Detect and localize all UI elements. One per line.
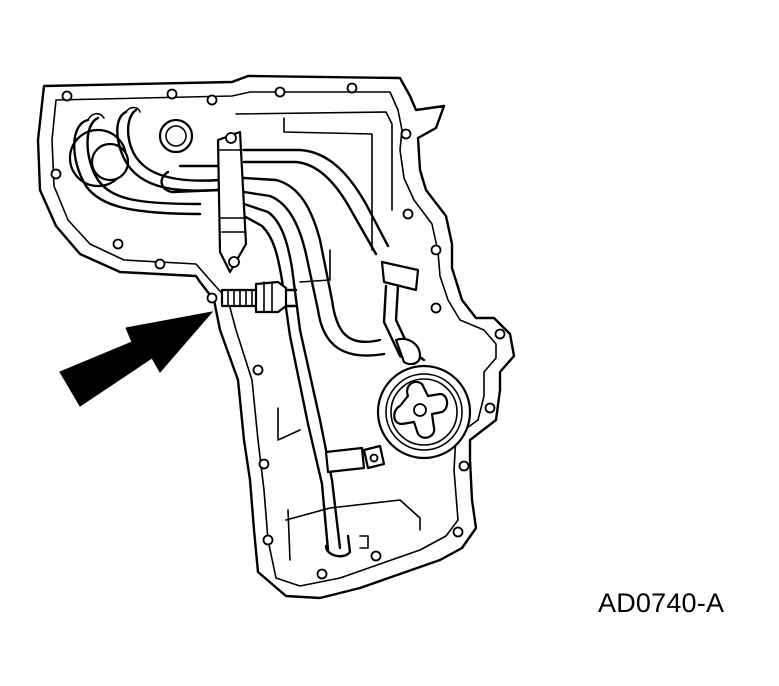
- tube-bracket: [216, 130, 248, 274]
- bolt-holes: [50, 82, 506, 580]
- tube-clips: [324, 260, 422, 474]
- callout-arrow: [59, 311, 214, 407]
- cover-pocket-lines: [235, 111, 421, 561]
- upper-oil-tubes: [73, 106, 222, 216]
- crankshaft-seal: [376, 364, 472, 460]
- upper-left-boss: [68, 118, 194, 188]
- lower-tube-ends: [324, 534, 369, 558]
- long-oil-tubes: [242, 148, 426, 552]
- oil-fitting: [220, 280, 298, 314]
- cover-inner-outline: [51, 91, 497, 587]
- figure-id-label: AD0740-A: [598, 588, 725, 618]
